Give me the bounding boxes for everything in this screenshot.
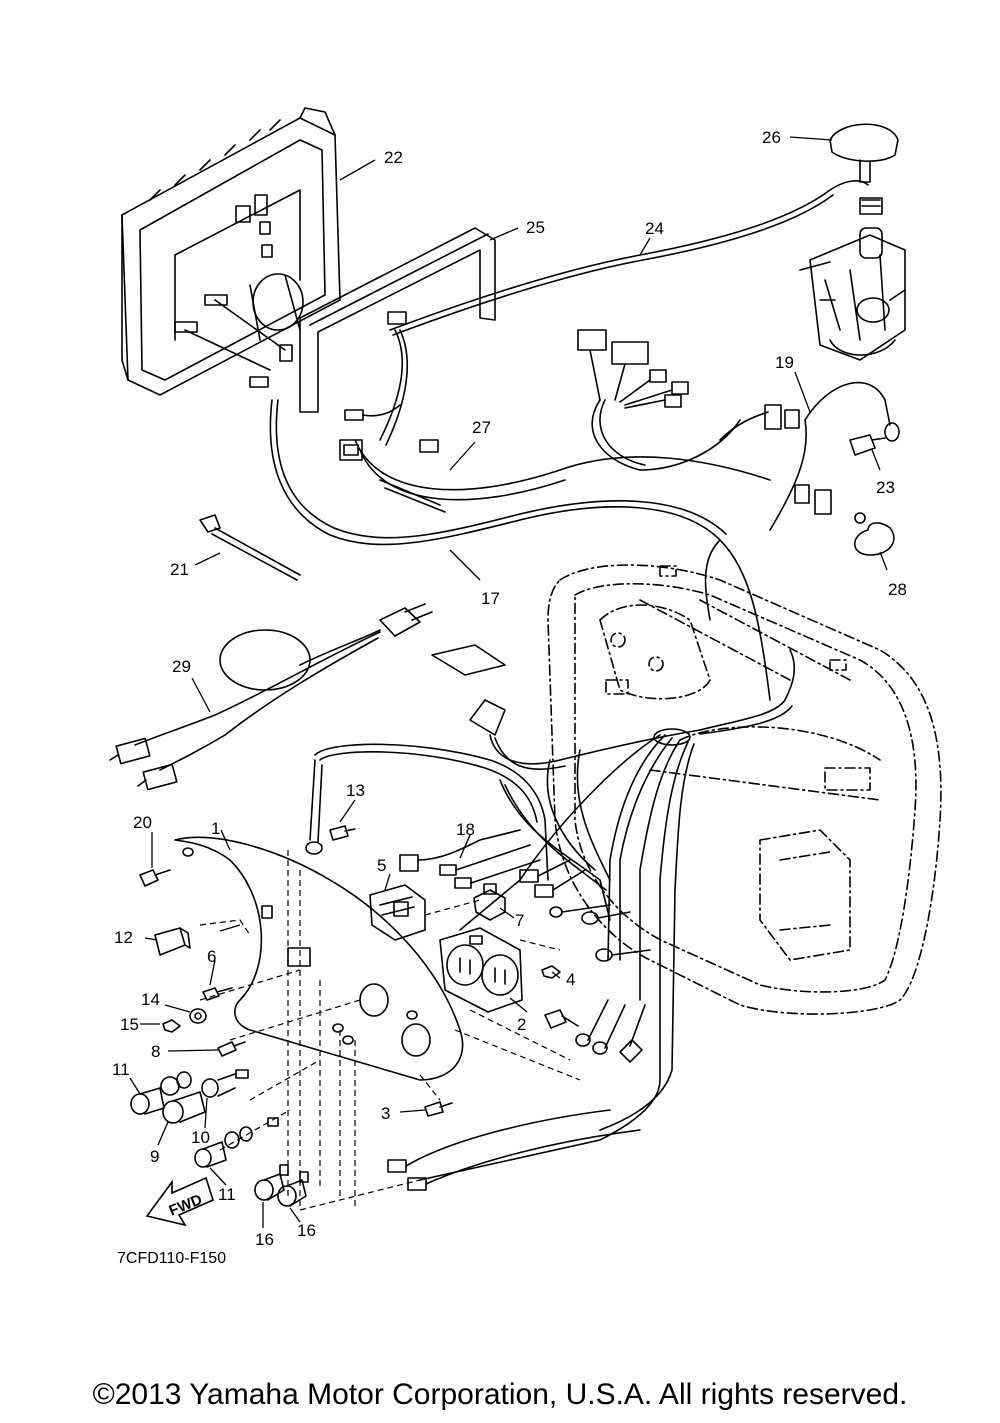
callout-19: 19 [775,353,794,372]
ac-outlet-2[interactable] [439,927,523,1013]
callout-1: 1 [211,819,220,838]
callout-29: 29 [172,657,191,676]
knob-11-lower[interactable] [194,1117,279,1168]
callout-4: 4 [566,970,575,989]
earth-cable[interactable] [769,381,900,531]
callout-9: 9 [150,1147,159,1166]
callout-2: 2 [517,1015,526,1034]
callout-26: 26 [762,128,781,147]
screw-3[interactable] [424,1101,453,1117]
control-panel-plate[interactable] [174,836,464,1081]
sensor-cap[interactable] [829,123,899,215]
generator-housing [547,564,942,1015]
screw-20[interactable] [139,869,171,887]
main-wire-harness-27[interactable] [339,311,832,515]
label-plate [431,644,506,676]
callout-16-left: 16 [255,1230,274,1249]
receptacle-5[interactable] [369,884,426,941]
power-cord[interactable] [109,603,433,791]
screw-6[interactable] [202,987,233,1001]
connectors-18[interactable] [399,829,651,962]
callout-11-upper: 11 [112,1060,130,1079]
fuse-holder-16b[interactable] [277,1171,309,1207]
fwd-direction-arrow: FWD [145,1176,214,1227]
callout-15: 15 [120,1015,139,1034]
callout-6: 6 [207,947,216,966]
callout-3: 3 [381,1104,390,1123]
callout-23: 23 [876,478,895,497]
callout-28: 28 [888,580,907,599]
callout-25: 25 [526,218,545,237]
bolt-13[interactable] [329,825,356,841]
callout-12: 12 [114,928,133,947]
callout-10: 10 [191,1128,210,1147]
callout-27: 27 [472,418,491,437]
grommet-10[interactable] [201,1069,249,1098]
callout-22: 22 [384,148,403,167]
inverter-unit[interactable] [121,107,341,396]
washer-14[interactable] [189,1008,207,1024]
nut-15[interactable] [162,1019,181,1033]
callout-17: 17 [481,589,500,608]
cover-12[interactable] [154,927,191,956]
callout-21: 21 [170,560,189,579]
wire-harness-17[interactable] [269,399,771,701]
callout-20: 20 [133,813,152,832]
panel-wire-bundle[interactable] [305,649,795,1181]
bolt[interactable] [849,434,886,456]
fuse-holder-16a[interactable] [254,1164,289,1201]
connector-bottom-a[interactable] [387,1159,407,1173]
alignment-lines [199,850,581,1211]
wire-terminals[interactable] [544,999,646,1063]
wire-harness-24[interactable] [389,180,869,331]
clamp[interactable] [853,512,895,556]
knob-9[interactable] [162,1091,206,1124]
callout-18: 18 [456,820,475,839]
bracket[interactable] [299,227,496,413]
screw-8[interactable] [217,1041,246,1057]
callout-numbers: 1 2 3 4 5 6 7 8 9 10 11 11 12 13 14 15 1… [112,128,907,1249]
leader-lines [129,136,888,1228]
cable-tie[interactable] [199,514,301,581]
carburetor[interactable] [799,227,906,361]
callout-16-right: 16 [297,1221,316,1240]
copyright-notice: ©2013 Yamaha Motor Corporation, U.S.A. A… [92,1378,908,1411]
callout-13: 13 [346,781,365,800]
callout-24: 24 [645,219,664,238]
callout-8: 8 [151,1042,160,1061]
callout-14: 14 [141,990,160,1009]
callout-5: 5 [377,856,386,875]
figure-code: 7CFD110-F150 [117,1250,226,1267]
callout-7: 7 [515,911,524,930]
callout-11-lower: 11 [218,1185,236,1204]
